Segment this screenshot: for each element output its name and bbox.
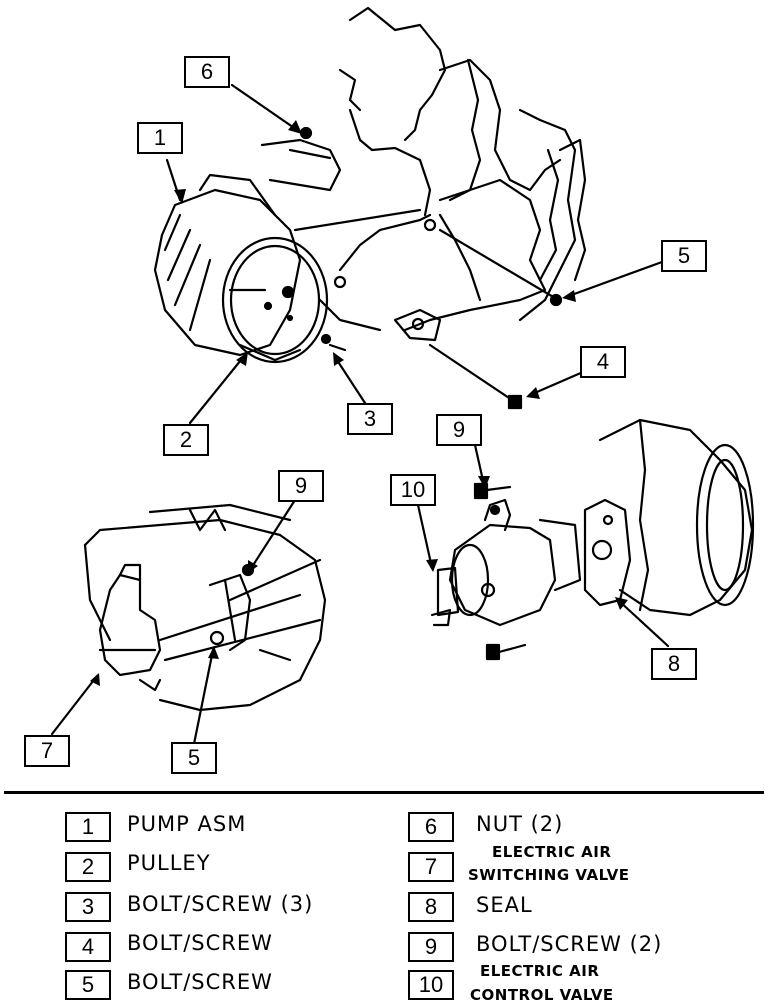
legend-num-8: 8 xyxy=(408,892,454,922)
legend-label-bolt-screw-4: BOLT/SCREW xyxy=(127,931,273,955)
air-pump-drawing xyxy=(153,173,422,364)
callout-9-bolt-upper: 9 xyxy=(436,414,482,446)
legend-label-bolt-screw-5: BOLT/SCREW xyxy=(127,970,273,994)
callout-3-bolt: 3 xyxy=(347,403,393,435)
callout-4-bolt: 4 xyxy=(580,346,626,378)
legend-label-control-valve-line2: CONTROL VALVE xyxy=(470,986,614,1004)
legend-num-6: 6 xyxy=(408,812,454,842)
legend-num-5: 5 xyxy=(65,970,111,1000)
control-valve-and-pump-drawing xyxy=(430,418,755,661)
legend-label-seal: SEAL xyxy=(476,893,533,917)
legend-num-9: 9 xyxy=(408,932,454,962)
diagram-artwork xyxy=(50,6,755,746)
legend-label-switching-valve-line1: ELECTRIC AIR xyxy=(492,843,612,861)
legend-divider xyxy=(4,791,764,794)
callout-5-bolt-lower: 5 xyxy=(171,742,217,774)
bolt-4-drawing xyxy=(428,343,517,404)
legend-num-7: 7 xyxy=(408,852,454,882)
leader-arrows xyxy=(50,83,670,746)
legend-num-1: 1 xyxy=(65,812,111,842)
callout-2-pulley: 2 xyxy=(163,424,209,456)
legend-label-control-valve-line1: ELECTRIC AIR xyxy=(480,962,600,980)
legend-num-3: 3 xyxy=(65,892,111,922)
legend-label-pump-asm: PUMP ASM xyxy=(127,812,247,836)
callout-8-seal: 8 xyxy=(651,648,697,680)
legend-num-2: 2 xyxy=(65,852,111,882)
legend-label-bolt-screw-2: BOLT/SCREW (2) xyxy=(476,932,663,956)
callout-7-switching-valve: 7 xyxy=(24,735,70,767)
callout-10-control-valve: 10 xyxy=(390,474,436,506)
legend-label-bolt-screw-3: BOLT/SCREW (3) xyxy=(127,892,314,916)
legend-label-switching-valve-line2: SWITCHING VALVE xyxy=(468,866,630,884)
engine-bracket-drawing xyxy=(260,6,587,342)
callout-1-pump: 1 xyxy=(137,122,183,154)
legend-num-10: 10 xyxy=(408,970,454,1000)
legend-label-pulley: PULLEY xyxy=(127,851,211,875)
callout-9-bolt-lower-left: 9 xyxy=(278,470,324,502)
callout-6-nut: 6 xyxy=(184,56,230,88)
lower-left-engine-drawing xyxy=(83,503,327,712)
bolt-5-drawing xyxy=(438,228,557,300)
legend-label-nut: NUT (2) xyxy=(476,812,564,836)
callout-5-bolt: 5 xyxy=(661,240,707,272)
legend-num-4: 4 xyxy=(65,932,111,962)
